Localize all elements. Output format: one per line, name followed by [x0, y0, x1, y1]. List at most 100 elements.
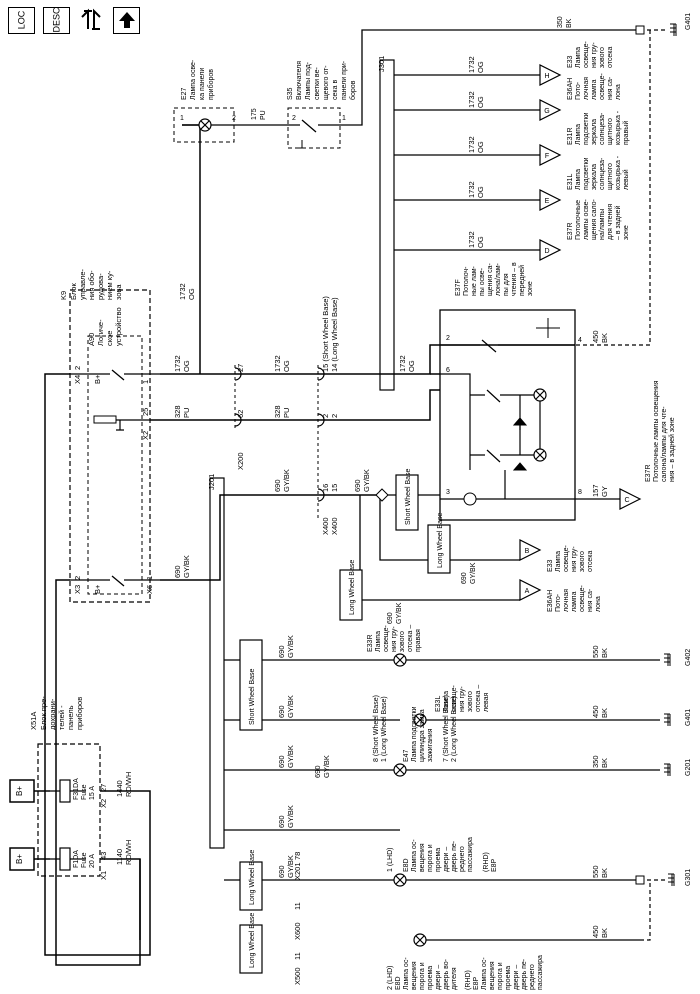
svg-text:Long Wheel Base: Long Wheel Base	[249, 850, 256, 905]
svg-text:E37R: E37R	[645, 464, 652, 482]
svg-text:2: 2	[330, 414, 339, 418]
svg-text:Потолочные лампы освещения: Потолочные лампы освещения	[653, 380, 660, 482]
offpage-e[interactable]	[539, 189, 562, 211]
svg-text:20 A: 20 A	[89, 854, 96, 868]
svg-text:лампы осве-: лампы осве-	[583, 199, 590, 240]
connector-icon[interactable]	[78, 6, 105, 34]
svg-text:62: 62	[236, 410, 245, 418]
svg-text:панели при-: панели при-	[341, 60, 348, 100]
svg-text:Short Wheel Base: Short Wheel Base	[249, 668, 256, 725]
svg-text:ния обо-: ния обо-	[87, 270, 96, 300]
svg-text:2 (Long Wheel Base): 2 (Long Wheel Base)	[451, 696, 458, 762]
fuse-f1da: F1DA Fuse 20 A	[50, 847, 96, 871]
svg-text:1732: 1732	[273, 355, 282, 372]
svg-text:проема: проема	[427, 966, 434, 990]
svg-text:S35: S35	[287, 87, 294, 100]
svg-text:солнцеза-: солнцеза-	[599, 112, 606, 145]
e8p-lamp-icon	[413, 933, 427, 947]
svg-text:1732: 1732	[467, 91, 476, 108]
svg-text:157: 157	[591, 484, 600, 497]
svg-text:лона/лам-: лона/лам-	[495, 262, 502, 296]
svg-text:27: 27	[99, 784, 108, 792]
e37f-door-sensor-icon	[463, 492, 477, 506]
svg-text:подсветки: подсветки	[583, 112, 590, 145]
svg-text:8 (Short Wheel Base): 8 (Short Wheel Base)	[373, 695, 380, 762]
svg-text:зового: зового	[399, 631, 406, 652]
svg-text:1: 1	[180, 115, 184, 122]
svg-text:дверь пе-: дверь пе-	[521, 958, 528, 990]
offpage-g[interactable]	[539, 99, 562, 121]
svg-text:GY/BK: GY/BK	[286, 805, 295, 828]
svg-text:передней: передней	[518, 265, 526, 296]
svg-text:лампа: лампа	[591, 79, 598, 100]
svg-text:Лампа: Лампа	[375, 631, 382, 652]
fuse-block-outline	[37, 743, 101, 877]
svg-text:козырька -: козырька -	[615, 110, 622, 145]
variant-short-box-1: Short Wheel Base	[395, 468, 419, 531]
svg-text:X2: X2	[141, 431, 150, 440]
svg-text:690: 690	[313, 765, 322, 778]
offpage-b[interactable]	[519, 539, 542, 561]
offpage-a[interactable]	[519, 579, 542, 601]
offpage-d[interactable]	[539, 239, 562, 261]
svg-text:B: B	[525, 548, 530, 555]
svg-text:11: 11	[293, 902, 302, 910]
svg-text:отсека: отсека	[587, 551, 594, 572]
svg-text:175: 175	[251, 108, 258, 120]
svg-text:Потолоч-: Потолоч-	[463, 266, 470, 296]
svg-text:27: 27	[236, 364, 245, 372]
svg-text:690: 690	[277, 705, 286, 718]
e47-lamp-icon	[393, 763, 407, 777]
svg-text:левый: левый	[622, 169, 630, 190]
svg-text:43: 43	[99, 852, 108, 860]
svg-text:X600: X600	[293, 922, 302, 940]
loc-button[interactable]: LOC	[8, 6, 35, 34]
svg-text:ния са-: ния са-	[607, 76, 614, 100]
svg-text:G401: G401	[685, 13, 692, 30]
svg-text:GY/BK: GY/BK	[286, 635, 295, 658]
svg-text:подсветки: подсветки	[583, 157, 590, 190]
offpage-c[interactable]	[619, 488, 642, 510]
svg-text:2 (LHD): 2 (LHD)	[387, 965, 394, 990]
e37f-lamp-1-icon	[533, 388, 547, 402]
svg-text:E36AH: E36AH	[567, 78, 574, 100]
svg-text:X51A: X51A	[29, 712, 38, 730]
desc-button[interactable]: DESC	[43, 6, 70, 34]
svg-text:телей -: телей -	[57, 705, 66, 730]
svg-text:GY/BK: GY/BK	[182, 555, 191, 578]
svg-text:E8P: E8P	[491, 858, 498, 872]
svg-text:проема: проема	[505, 966, 512, 990]
svg-text:1 (LHD): 1 (LHD)	[387, 847, 394, 872]
offpage-h[interactable]	[539, 64, 562, 86]
svg-text:J201: J201	[207, 474, 216, 490]
svg-text:F: F	[545, 153, 549, 160]
svg-text:B+: B+	[93, 374, 102, 384]
svg-text:BK: BK	[600, 333, 609, 343]
svg-text:зоне: зоне	[527, 281, 534, 296]
up-arrow-icon[interactable]	[113, 6, 140, 34]
svg-text:OG: OG	[476, 141, 485, 153]
svg-text:ния – в задней зоне: ния – в задней зоне	[668, 417, 676, 482]
ground-g201-icon	[663, 763, 671, 777]
svg-text:3: 3	[446, 489, 450, 496]
svg-text:порога и: порога и	[497, 962, 504, 990]
offpage-f[interactable]	[539, 144, 562, 166]
svg-text:E33R: E33R	[367, 634, 374, 652]
svg-text:на/лампы: на/лампы	[599, 209, 606, 240]
svg-text:2: 2	[232, 115, 236, 122]
svg-text:ния са-: ния са-	[587, 588, 594, 612]
fuse-f31da: F31DA Fuse 15 A	[50, 778, 96, 803]
svg-text:зового: зового	[467, 691, 474, 712]
svg-text:пы для: пы для	[503, 273, 510, 296]
svg-text:OG: OG	[187, 288, 196, 300]
ground-g301-icon	[667, 873, 675, 887]
svg-text:ния гру-: ния гру-	[391, 626, 398, 652]
svg-text:козырька -: козырька -	[615, 155, 622, 190]
svg-text:G402: G402	[685, 649, 692, 666]
svg-text:Лампы под-: Лампы под-	[305, 61, 312, 100]
toolbar: LOC DESC	[0, 0, 700, 40]
svg-text:Пото-: Пото-	[575, 81, 582, 100]
svg-text:приборов: приборов	[75, 697, 84, 730]
svg-text:Short Wheel Base: Short Wheel Base	[405, 468, 412, 525]
svg-text:Лампа: Лампа	[443, 691, 450, 712]
